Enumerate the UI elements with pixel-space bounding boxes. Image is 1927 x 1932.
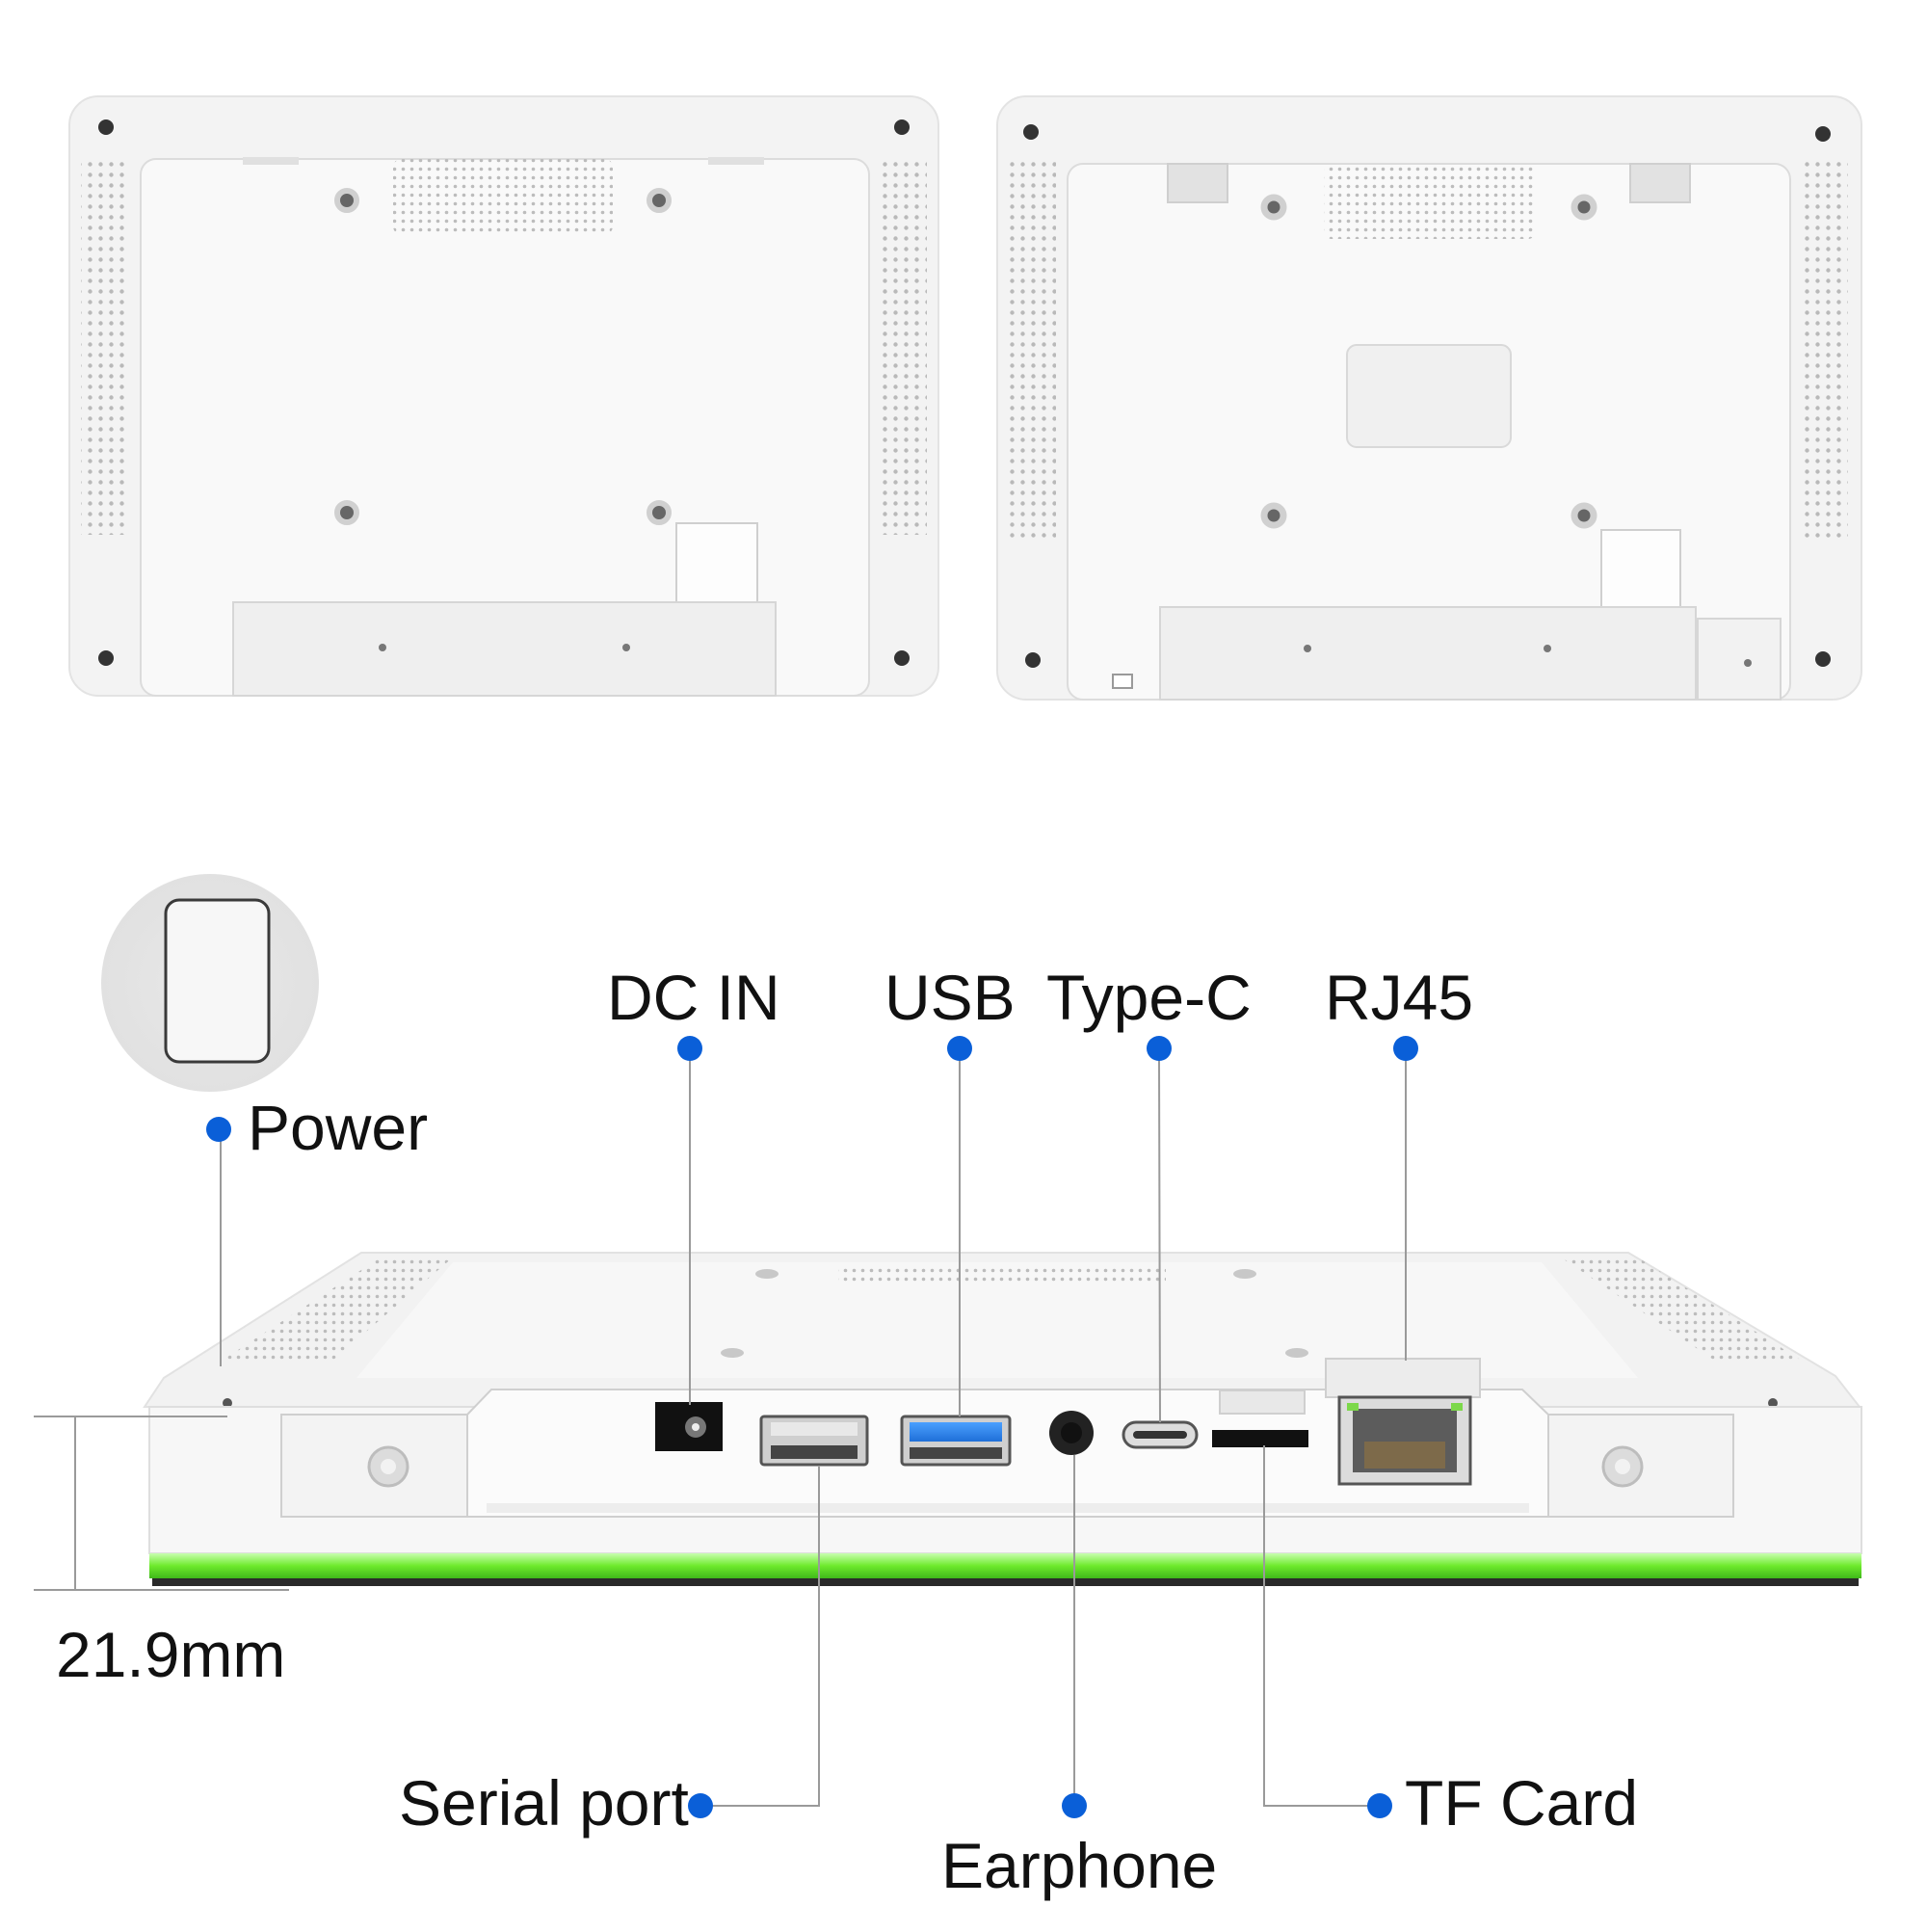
tf-card-label: TF Card — [1405, 1767, 1639, 1839]
thickness-label: 21.9mm — [56, 1619, 286, 1690]
usb-label: USB — [884, 962, 1016, 1033]
rear-view-right — [996, 95, 1862, 701]
type-c-dot — [1147, 1036, 1172, 1061]
earphone-dot — [1062, 1793, 1087, 1818]
power-dot — [206, 1117, 231, 1142]
tf-card-dot — [1367, 1793, 1392, 1818]
tf-card-slot — [1212, 1430, 1308, 1447]
rj45-label: RJ45 — [1325, 962, 1474, 1033]
serial-port-label: Serial port — [399, 1767, 689, 1839]
type-c-label: Type-C — [1046, 962, 1252, 1033]
green-glow-strip — [149, 1553, 1861, 1578]
serial-port-dot — [688, 1793, 713, 1818]
power-button-closeup — [101, 874, 319, 1092]
ports-view-device — [143, 1252, 1862, 1586]
callout-dots — [206, 1036, 1418, 1818]
thickness-dimension — [34, 1416, 289, 1591]
earphone-label: Earphone — [941, 1830, 1218, 1901]
usb-dot — [947, 1036, 972, 1061]
dc-in-dot — [677, 1036, 702, 1061]
power-label: Power — [248, 1092, 429, 1163]
rear-view-left — [68, 95, 939, 697]
dc-in-label: DC IN — [607, 962, 780, 1033]
callouts — [220, 1048, 1407, 1807]
rj45-dot — [1393, 1036, 1418, 1061]
